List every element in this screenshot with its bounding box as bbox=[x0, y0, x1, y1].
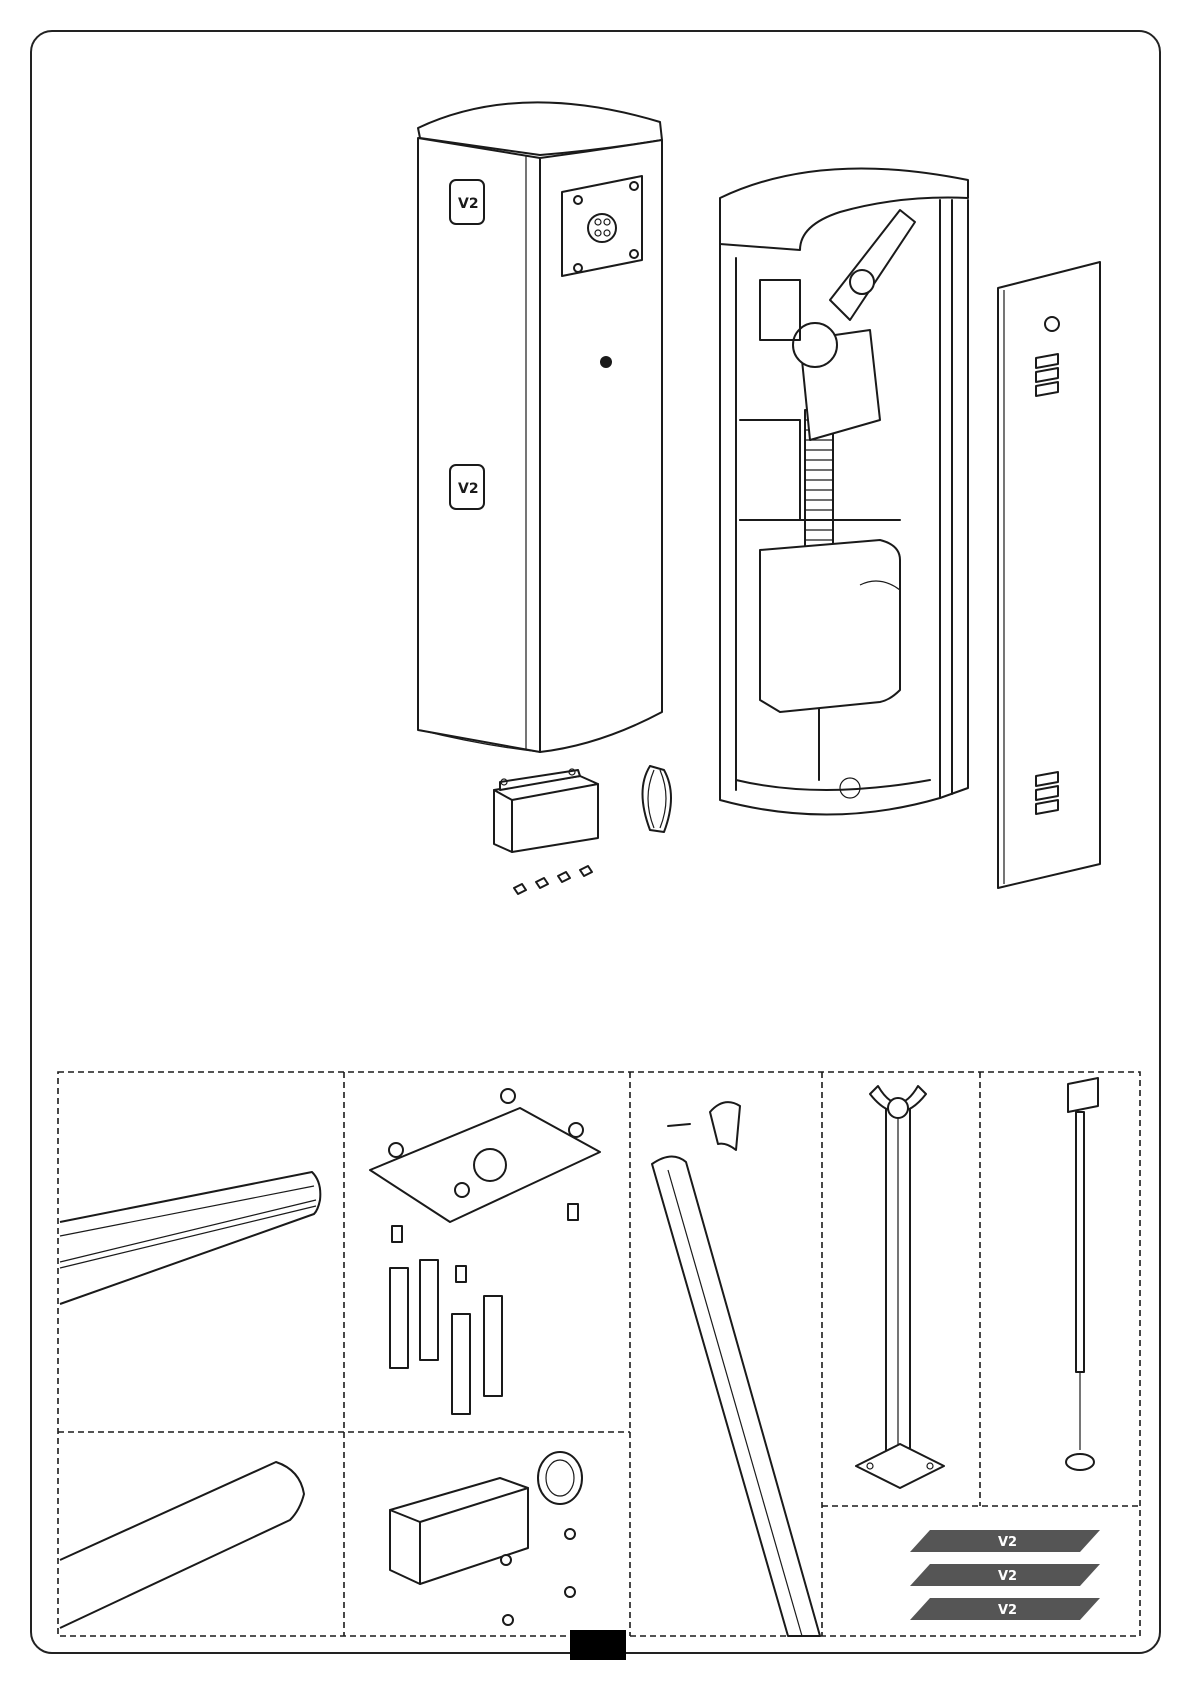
cabinet-door-panel bbox=[998, 262, 1100, 888]
sticker-logo-1: V2 bbox=[998, 1535, 1017, 1550]
screw-set bbox=[514, 866, 592, 894]
fork-support-post bbox=[856, 1086, 944, 1488]
logo-badge-top-text: V2 bbox=[458, 196, 479, 212]
door-lock-icon bbox=[1045, 317, 1059, 331]
round-boom-profile bbox=[60, 1462, 304, 1628]
barrier-cabinet-open bbox=[720, 168, 968, 814]
gasket-ring bbox=[643, 766, 672, 832]
fixing-plate-kit bbox=[370, 1089, 600, 1414]
boom-support-rod bbox=[1066, 1078, 1098, 1470]
boom-profile bbox=[60, 1172, 320, 1304]
boom-cover-box bbox=[494, 769, 598, 852]
boom-joint-cover bbox=[390, 1452, 582, 1625]
page-number-tab bbox=[570, 1630, 626, 1660]
sticker-logo-3: V2 bbox=[998, 1603, 1017, 1618]
logo-badge-bottom-text: V2 bbox=[458, 481, 479, 497]
barrier-cabinet-closed: V2 V2 bbox=[418, 102, 662, 752]
sticker-logo-2: V2 bbox=[998, 1569, 1017, 1584]
key-lock-icon bbox=[600, 356, 612, 368]
round-boom-and-cap bbox=[652, 1102, 820, 1636]
reflective-stickers: V2 V2 V2 bbox=[910, 1530, 1100, 1620]
control-unit-box bbox=[760, 540, 900, 712]
